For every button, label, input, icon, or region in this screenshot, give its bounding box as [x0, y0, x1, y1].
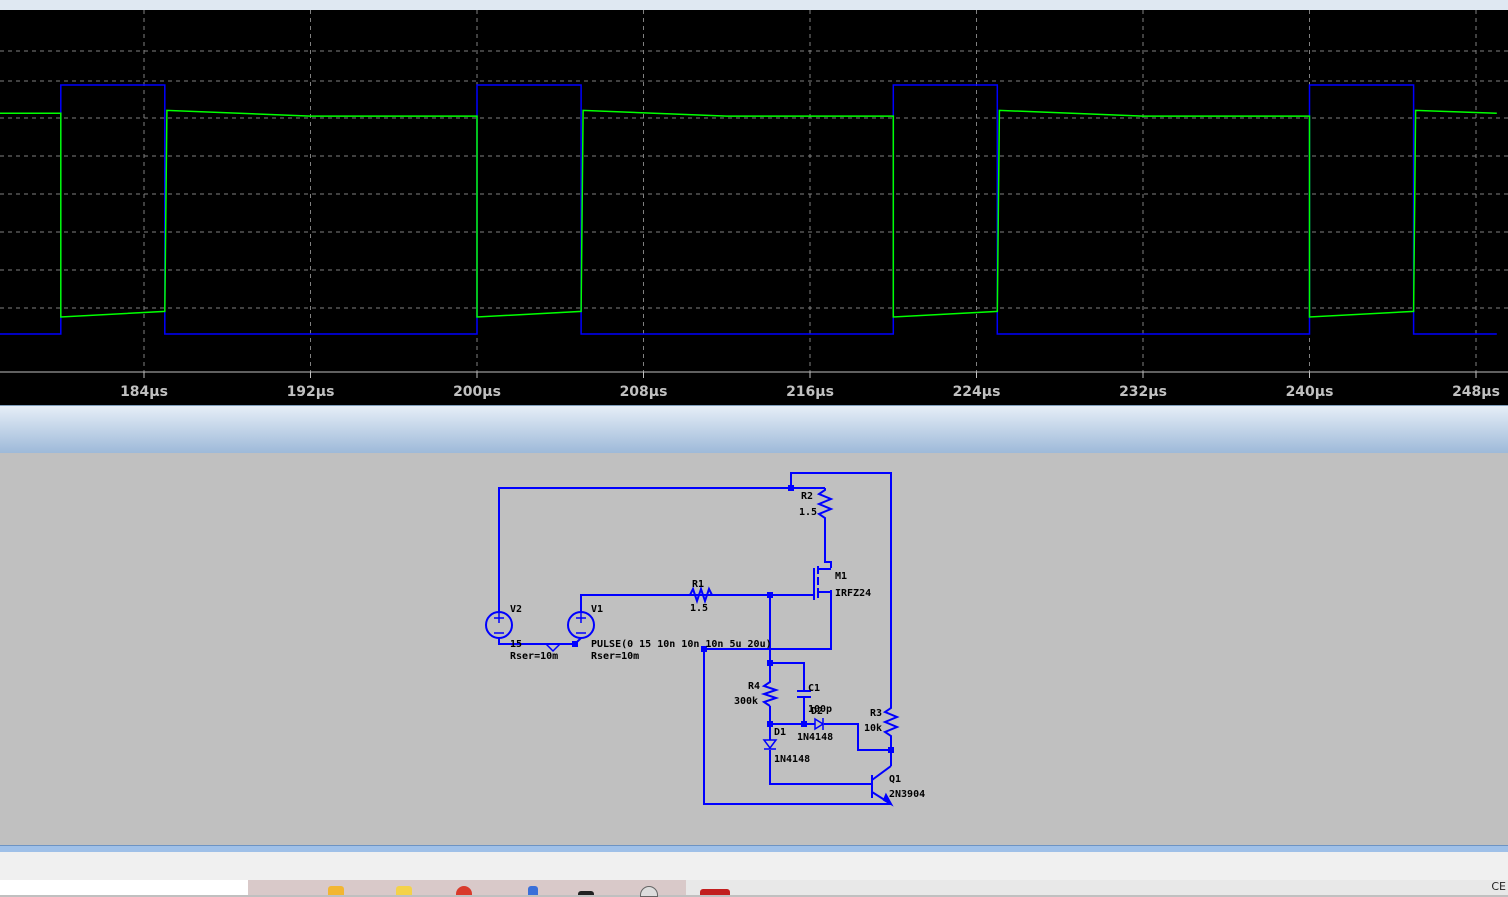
label-d2-value: 1N4148: [797, 732, 833, 743]
resistor-r4: [760, 680, 780, 707]
voltage-source-v1: [567, 611, 595, 639]
label-d1-ref: D1: [774, 727, 786, 738]
bottom-area: CE: [0, 845, 1508, 897]
label-v2-ref: V2: [510, 604, 522, 615]
time-tick-label: 240µs: [1286, 384, 1334, 400]
status-bar: [0, 852, 1508, 881]
plot-traces: [0, 84, 1497, 335]
plot-grid: [0, 10, 1508, 372]
label-d1-value: 1N4148: [774, 754, 810, 765]
label-v1-value: PULSE(0 15 10n 10n 10n 5u 20u): [591, 639, 772, 650]
label-c1-value: 100p: [808, 704, 832, 715]
label-q1-value: 2N3904: [889, 789, 925, 800]
taskbar: CE: [0, 880, 1508, 897]
time-tick-label: 216µs: [786, 384, 834, 400]
time-tick-label: 200µs: [453, 384, 501, 400]
capacitor-c1: [797, 690, 811, 698]
label-r3-value: 10k: [864, 723, 882, 734]
label-r4-value: 300k: [734, 696, 758, 707]
status-strip: [0, 845, 1508, 852]
label-r3-ref: R3: [870, 708, 882, 719]
taskbar-pinned-apps: [248, 880, 686, 897]
resistor-r2: [816, 488, 834, 522]
time-tick-label: 208µs: [620, 384, 668, 400]
label-r1-value: 1.5: [690, 603, 708, 614]
label-v1-rser: Rser=10m: [591, 651, 639, 662]
mosfet-m1: [813, 566, 831, 600]
trace-vn004: [0, 84, 1497, 335]
ground-symbol: [545, 643, 561, 653]
star-icon[interactable]: [396, 886, 412, 895]
waveform-plot[interactable]: 184µs 192µs 200µs 208µs 216µs 224µs 232µs 240µs…: [0, 10, 1508, 405]
junction-dots: [572, 485, 894, 753]
schematic-canvas[interactable]: R2 1.5 M1 IRFZ24 R1 1.5 V2 15 Rser=10m V…: [0, 453, 1508, 845]
label-c1-ref: C1: [808, 683, 820, 694]
terminal-icon[interactable]: [578, 891, 594, 895]
time-tick-label: 184µs: [120, 384, 168, 400]
tray-text: CE: [1491, 880, 1506, 893]
trace-vn006: [0, 109, 1497, 318]
pane-splitter[interactable]: [0, 405, 1508, 455]
label-d2-ref: D2: [811, 706, 823, 717]
label-q1-ref: Q1: [889, 774, 901, 785]
time-axis: 184µs 192µs 200µs 208µs 216µs 224µs 232µs 240µs…: [0, 371, 1508, 400]
time-tick-label: 224µs: [953, 384, 1001, 400]
time-tick-label: 232µs: [1119, 384, 1167, 400]
ltspice-icon[interactable]: [700, 889, 730, 895]
voltage-source-v2: [485, 611, 513, 639]
label-r4-ref: R4: [748, 681, 760, 692]
app-icon[interactable]: [456, 886, 472, 895]
resistor-r3: [882, 706, 900, 738]
taskbar-search-area[interactable]: [0, 880, 248, 895]
diode-d2: [814, 717, 825, 731]
time-tick-label: 248µs: [1452, 384, 1500, 400]
label-r2-value: 1.5: [799, 507, 817, 518]
diode-d1: [762, 739, 778, 750]
transistor-q1: [871, 765, 894, 807]
label-v2-value: 15: [510, 639, 522, 650]
trace-label-v-n006[interactable]: V(n006): [239, 11, 302, 27]
schematic-editor[interactable]: R2 1.5 M1 IRFZ24 R1 1.5 V2 15 Rser=10m V…: [0, 453, 1508, 845]
label-m1-value: IRFZ24: [835, 588, 871, 599]
label-m1-ref: M1: [835, 571, 847, 582]
resistor-r1: [686, 585, 716, 605]
browser-icon[interactable]: [640, 886, 658, 897]
label-v2-rser: Rser=10m: [510, 651, 558, 662]
trace-label-v-n004[interactable]: V(n004): [1155, 11, 1218, 27]
waveform-viewer[interactable]: 184µs 192µs 200µs 208µs 216µs 224µs 232µs 240µs…: [0, 10, 1508, 405]
label-v1-ref: V1: [591, 604, 603, 615]
doc-icon[interactable]: [528, 886, 538, 895]
folder-icon[interactable]: [328, 886, 344, 895]
label-r2-ref: R2: [801, 491, 813, 502]
label-r1-ref: R1: [692, 579, 704, 590]
time-tick-label: 192µs: [287, 384, 335, 400]
